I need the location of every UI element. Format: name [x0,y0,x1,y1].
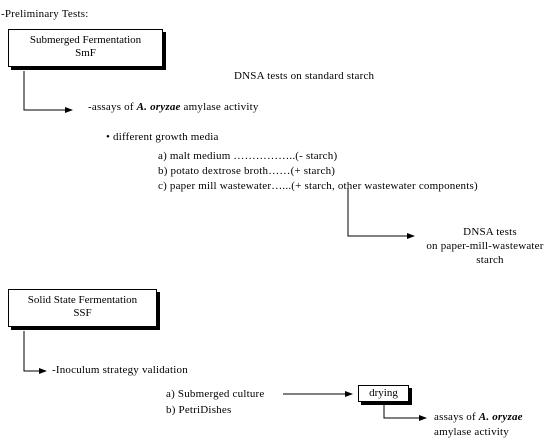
assays-smf-label: -assays of A. oryzae amylase activity [88,101,259,114]
assays-smf-prefix: -assays of [88,101,137,113]
ssf-box-abbrev: SSF [73,307,92,319]
culture-petri: b) PetriDishes [166,404,232,416]
dnsa-paper-line3: starch [476,254,504,266]
culture-submerged: a) Submerged culture [166,388,265,400]
drying-box: drying [358,385,409,402]
ssf-box-title: Solid State Fermentation [27,294,138,306]
inoculum-strategy-label: -Inoculum strategy validation [52,364,188,376]
assays-ssf-organism: A. oryzae [478,411,523,423]
dnsa-paper-line2: on paper-mill-wastewater [426,240,544,252]
assays-smf-organism: A. oryzae [136,101,181,113]
assays-ssf-prefix: assays of [434,411,479,423]
media-item-malt: a) malt medium ……………..(- starch) [158,150,338,162]
arrow-paper-to-dnsa [347,188,415,239]
smf-box: Submerged Fermentation SmF [8,29,163,67]
ssf-box: Solid State Fermentation SSF [8,289,157,327]
dnsa-paper-line1: DNSA tests [463,226,517,238]
dnsa-standard-starch-label: DNSA tests on standard starch [234,70,375,82]
preliminary-tests-label: -Preliminary Tests: [1,8,89,20]
arrow-ssf-to-inoculum [23,331,47,374]
arrow-drying-to-assays [383,402,427,421]
smf-box-title: Submerged Fermentation [29,34,142,46]
assays-ssf-line2: amylase activity [434,426,509,438]
smf-box-abbrev: SmF [75,47,96,59]
growth-media-heading: • different growth media [106,131,219,143]
assays-smf-suffix: amylase activity [180,101,259,113]
media-item-paper-mill: c) paper mill wastewater…...(+ starch, o… [158,180,478,192]
arrow-smf-to-assays [23,71,73,113]
media-item-potato: b) potato dextrose broth……(+ starch) [158,165,336,177]
assays-ssf-line1: assays of A. oryzae [434,411,523,424]
